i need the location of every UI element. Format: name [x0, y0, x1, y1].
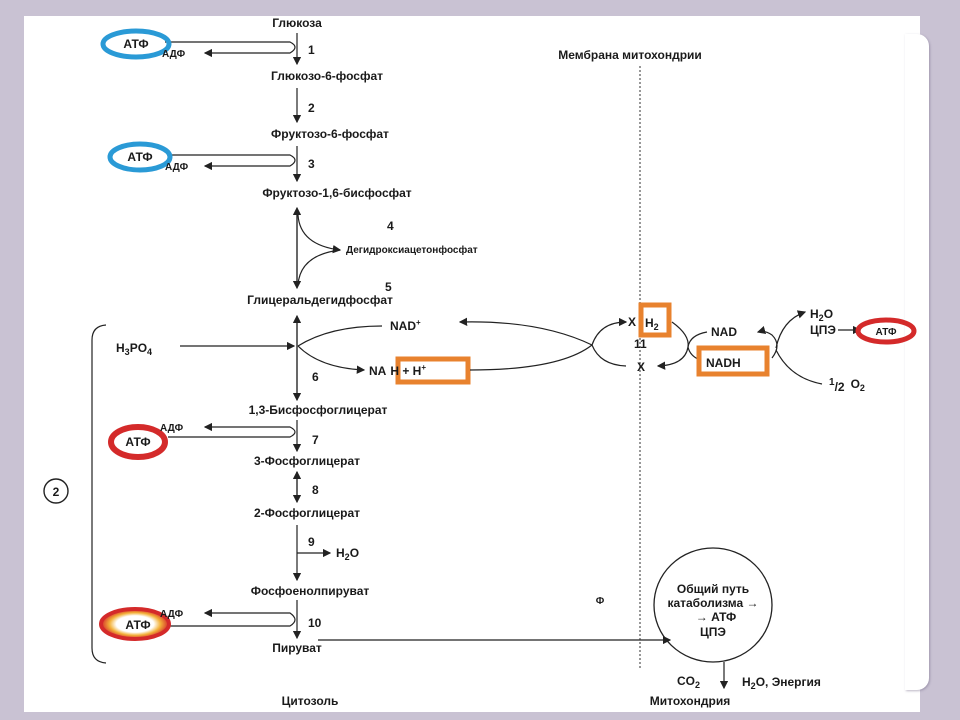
highlight-h2: [638, 302, 672, 338]
arrow-to-xh2: [591, 317, 628, 346]
metabolite-f6p: Фруктозо-6-фосфат: [271, 127, 389, 141]
highlight-atp-step-10: [99, 607, 171, 641]
catabolism-line-1: Общий путь: [677, 582, 749, 596]
nadh-label: NADH: [706, 356, 741, 370]
stage-number-label: 2: [53, 485, 60, 499]
x-label-bottom: X: [637, 360, 645, 374]
slide-card: [24, 16, 920, 712]
metabolite-dhap: Дегидроксиацетонфосфат: [346, 244, 478, 256]
atp-loop-step-1: [165, 41, 296, 58]
atp-label-step-10: АТФ: [125, 618, 150, 632]
h2o-step-9-label: H2O: [336, 546, 359, 562]
metabolite-glucose: Глюкоза: [272, 16, 322, 30]
metabolite-gap: Глицеральдегидфосфат: [247, 293, 393, 307]
catabolism-line-3: → АТФ: [696, 610, 737, 624]
arrow-back-to-nad-plus: [458, 317, 593, 346]
atp-loop-step-10: [168, 608, 296, 627]
step-number-6: 6: [312, 370, 319, 384]
stage-bracket: [91, 324, 107, 664]
step-number-9: 9: [308, 535, 315, 549]
slide-card-edge: [905, 34, 929, 690]
step-number-3: 3: [308, 157, 315, 171]
highlight-atp-step-1: [100, 28, 172, 60]
h3po4-label: H3PO4: [116, 341, 152, 357]
arrow-to-dhap-bottom: [297, 249, 341, 286]
adp-label-step-10: АДФ: [160, 609, 184, 620]
cpe-label: ЦПЭ: [810, 323, 836, 337]
metabolite-f16bp: Фруктозо-1,6-бисфосфат: [262, 186, 411, 200]
arrow-to-x: [656, 321, 689, 370]
atp-label-cpe: АТФ: [876, 327, 897, 338]
step-number-10: 10: [308, 616, 322, 630]
atp-label-step-1: АТФ: [123, 37, 148, 51]
phi-label: Ф: [596, 596, 605, 607]
highlight-atp-step-3: [107, 141, 173, 173]
step-number-7: 7: [312, 433, 319, 447]
stage-number-circle: [43, 478, 69, 504]
curve-to-nadh: [297, 345, 366, 374]
metabolite-pep: Фосфоенолпируват: [251, 584, 370, 598]
adp-label-step-1: АДФ: [162, 49, 186, 60]
atp-loop-step-7: [168, 422, 296, 438]
curve-nad-nadh: [687, 331, 708, 361]
arrow-to-h2o: [775, 310, 807, 349]
highlight-nadh: [696, 345, 770, 377]
mitochondria-header: Митохондрия: [650, 694, 730, 708]
step-number-2: 2: [308, 101, 315, 115]
step-number-1: 1: [308, 43, 315, 57]
atp-label-step-3: АТФ: [127, 150, 152, 164]
curve-from-x: [591, 344, 627, 367]
metabolite-g6p: Глюкозо-6-фосфат: [271, 69, 383, 83]
h2o-right-label: H2O: [810, 307, 833, 323]
metabolite-3pg: 3-Фосфоглицерат: [254, 454, 360, 468]
step-number-4: 4: [387, 219, 394, 233]
h2-label: H2: [645, 316, 659, 332]
highlight-atp-cpe: [855, 317, 917, 345]
h2o-energy-label: H2O, Энергия: [742, 675, 821, 691]
arrow-to-dhap-top: [297, 214, 342, 254]
highlight-atp-step-7: [108, 424, 168, 460]
co2-label: CO2: [677, 674, 700, 690]
step-number-8: 8: [312, 483, 319, 497]
cytosol-header: Цитозоль: [282, 694, 339, 708]
adp-label-step-7: АДФ: [160, 423, 184, 434]
membrane-header: Мембрана митохондрии: [558, 48, 702, 62]
metabolite-2pg: 2-Фосфоглицерат: [254, 506, 360, 520]
nad-plus-label: NAD+: [390, 318, 421, 333]
catabolism-line-4: ЦПЭ: [700, 625, 726, 639]
metabolite-pyruvate: Пируват: [272, 641, 322, 655]
catabolism-circle: [653, 547, 773, 663]
nad-label: NAD: [711, 325, 737, 339]
metabolite-bpg13: 1,3-Бисфосфоглицерат: [249, 403, 388, 417]
atp-label-step-7: АТФ: [125, 435, 150, 449]
catabolism-line-2: катаболизма →: [667, 596, 758, 610]
curve-nadh-to-shuttle: [469, 344, 593, 371]
curve-to-nad-plus: [297, 325, 383, 347]
curve-from-half-o2: [775, 349, 823, 385]
atp-loop-step-3: [168, 154, 296, 171]
step-number-11: 11: [634, 337, 647, 351]
adp-label-step-3: АДФ: [165, 162, 189, 173]
highlight-nadh-h: [395, 356, 471, 385]
step-number-5: 5: [385, 280, 392, 294]
x-label-top: X: [628, 315, 636, 329]
